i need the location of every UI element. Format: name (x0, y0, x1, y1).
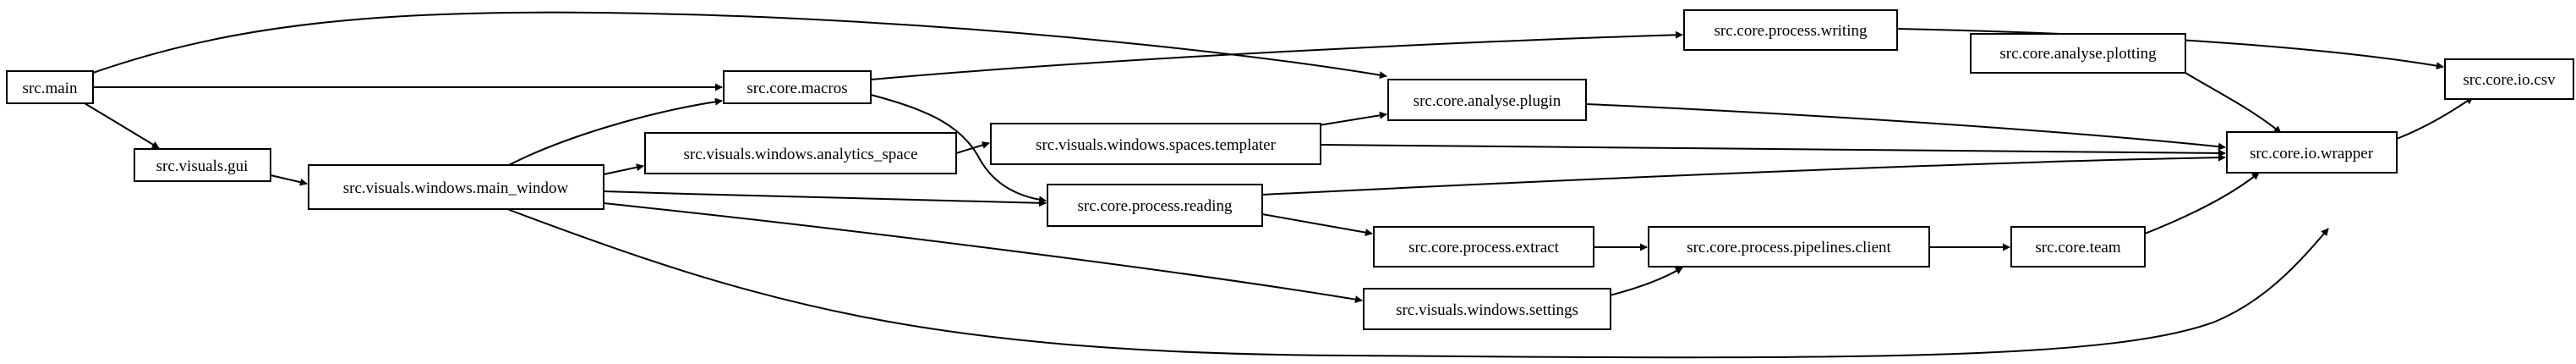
edge-main-to-plugin (92, 11, 1387, 80)
edge-reading-to-wrapper (1261, 153, 2226, 196)
edge-templater-to-wrapper (1320, 144, 2226, 157)
node-label: src.main (23, 80, 78, 97)
edge-mainwindow-to-wrapper (506, 208, 2329, 359)
node-core-macros[interactable]: src.core.macros (723, 70, 872, 104)
node-spaces-templater[interactable]: src.visuals.windows.spaces.templater (990, 123, 1321, 165)
edge-settings-to-pipelines (1605, 267, 1683, 297)
node-label: src.visuals.gui (156, 157, 249, 175)
node-label: src.core.team (2035, 239, 2120, 256)
node-label: src.core.io.csv (2463, 71, 2556, 89)
node-io-wrapper[interactable]: src.core.io.wrapper (2226, 131, 2398, 174)
edge-plugin-to-wrapper (1585, 103, 2226, 151)
edge-mainwindow-to-settings (603, 202, 1363, 304)
node-analytics-space[interactable]: src.visuals.windows.analytics_space (644, 132, 957, 174)
edge-macros-to-reading (870, 94, 1047, 204)
node-core-team[interactable]: src.core.team (2010, 226, 2146, 267)
edge-macros-to-writing (870, 30, 1683, 80)
node-windows-settings[interactable]: src.visuals.windows.settings (1363, 288, 1611, 330)
node-label: src.core.process.reading (1077, 197, 1233, 215)
node-analyse-plotting[interactable]: src.core.analyse.plotting (1970, 33, 2186, 74)
node-pipelines-client[interactable]: src.core.process.pipelines.client (1648, 226, 1930, 267)
node-label: src.core.io.wrapper (2250, 145, 2374, 163)
node-label: src.visuals.windows.settings (1396, 301, 1578, 319)
node-process-writing[interactable]: src.core.process.writing (1683, 9, 1898, 51)
node-label: src.visuals.windows.analytics_space (683, 146, 917, 163)
edge-mainwindow-to-reading (603, 190, 1047, 207)
edge-reading-to-extract (1261, 213, 1373, 237)
node-analyse-plugin[interactable]: src.core.analyse.plugin (1387, 79, 1587, 121)
node-label: src.core.process.writing (1715, 22, 1868, 40)
node-label: src.core.macros (747, 80, 847, 97)
node-label: src.visuals.windows.main_window (343, 179, 569, 197)
node-label: src.visuals.windows.spaces.templater (1036, 136, 1277, 154)
node-label: src.core.process.pipelines.client (1687, 239, 1891, 256)
edge-plotting-to-wrapper (2185, 72, 2282, 134)
node-process-extract[interactable]: src.core.process.extract (1373, 226, 1594, 267)
edge-gui-to-mainwindow (270, 174, 308, 186)
node-visuals-gui[interactable]: src.visuals.gui (134, 148, 271, 182)
edge-mainwindow-to-macros (506, 97, 723, 167)
node-label: src.core.analyse.plotting (1999, 45, 2157, 63)
edge-team-to-wrapper (2144, 172, 2260, 234)
node-label: src.core.analyse.plugin (1414, 92, 1561, 110)
edge-templater-to-plugin (1318, 111, 1387, 126)
node-io-csv[interactable]: src.core.io.csv (2444, 58, 2574, 100)
node-src-main[interactable]: src.main (6, 70, 94, 104)
edge-main-to-gui (84, 102, 160, 149)
edge-wrapper-to-csv (2396, 97, 2474, 140)
node-process-reading[interactable]: src.core.process.reading (1047, 184, 1263, 227)
edge-mainwindow-to-analytics (603, 163, 644, 175)
node-label: src.core.process.extract (1408, 239, 1559, 256)
edge-writing-to-csv (1896, 28, 2444, 70)
node-main-window[interactable]: src.visuals.windows.main_window (308, 164, 604, 210)
